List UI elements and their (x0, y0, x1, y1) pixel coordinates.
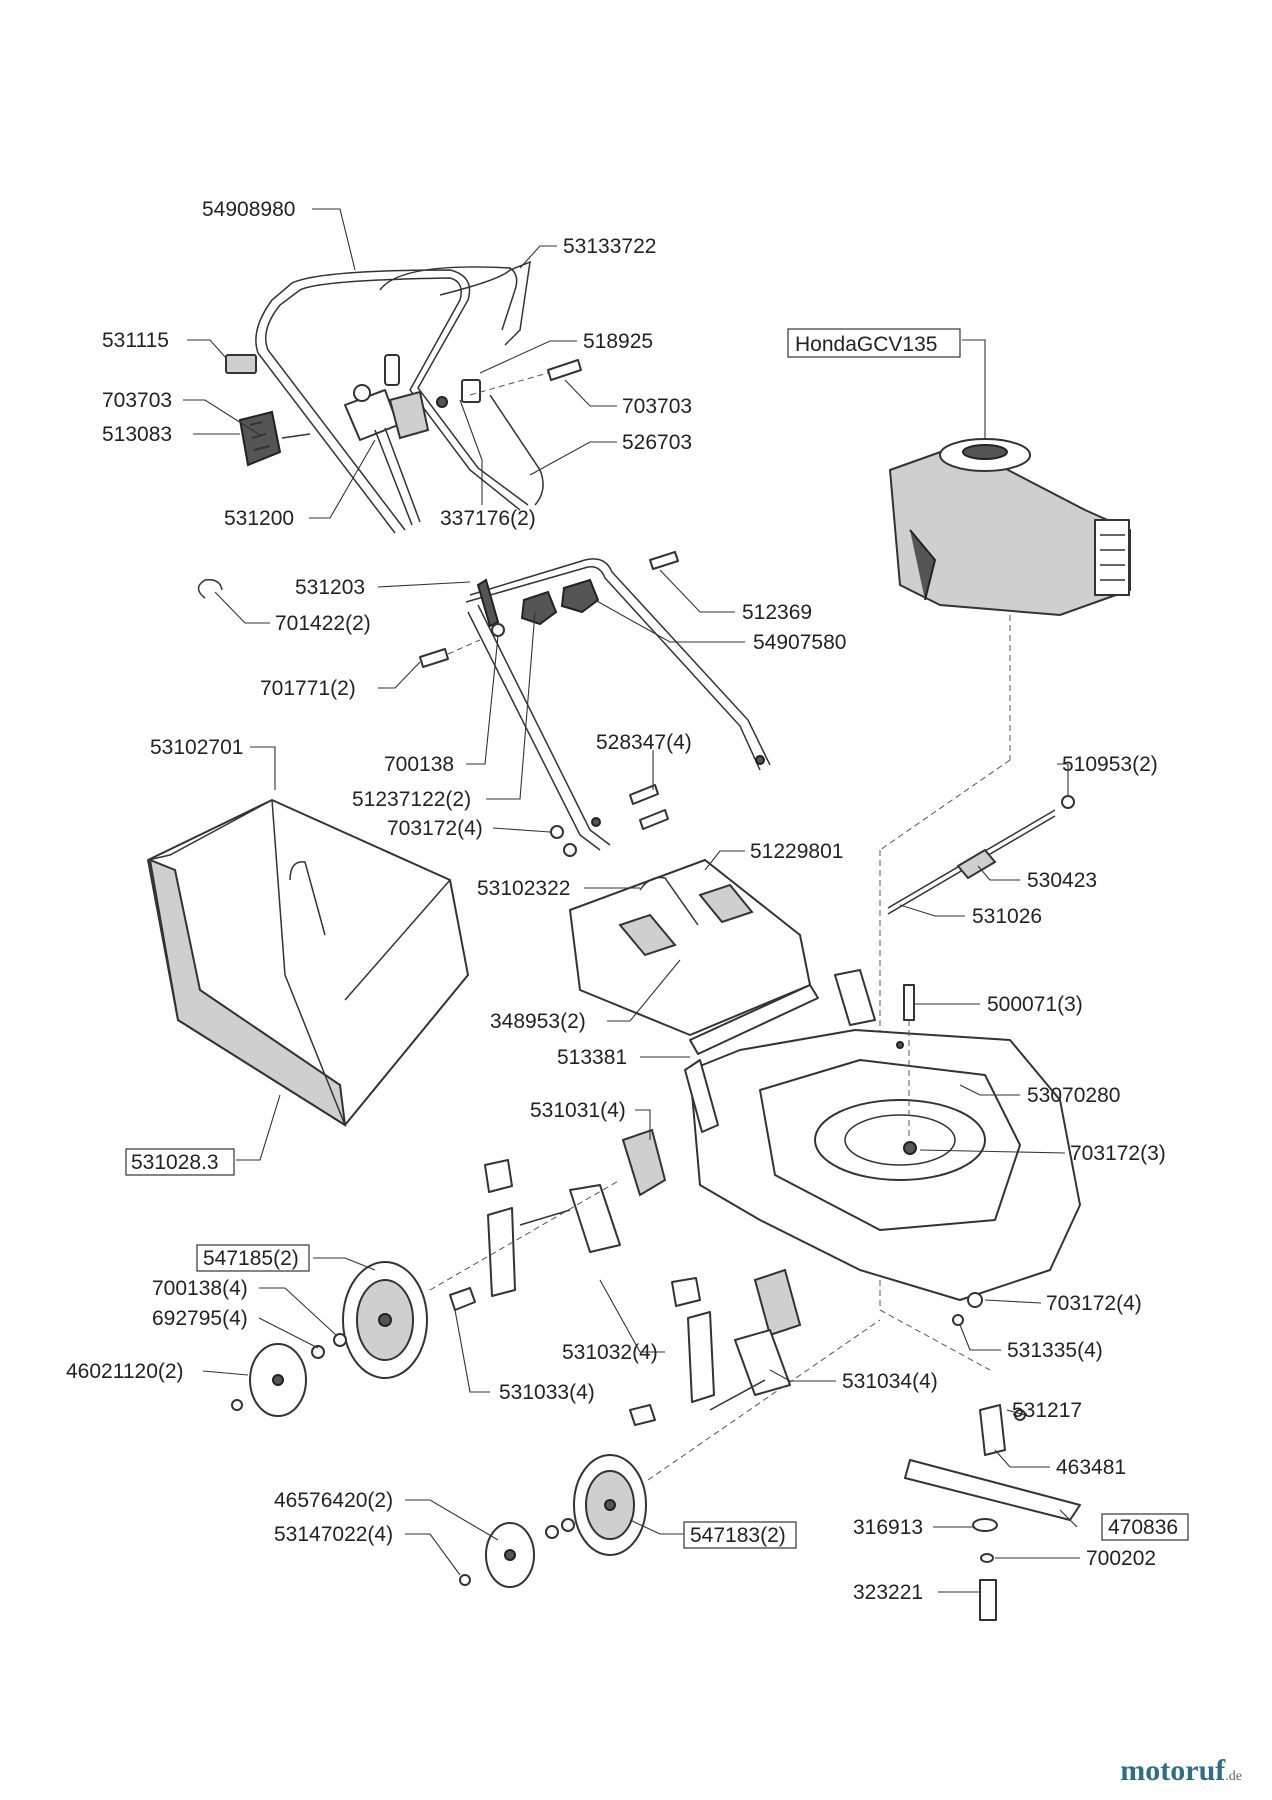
part-label: 53102701 (150, 736, 243, 759)
part-label: 531115 (102, 329, 169, 352)
part-label: 703703 (622, 395, 692, 418)
grass-bag (147, 799, 469, 1127)
part-label: 703172(3) (1070, 1142, 1166, 1165)
part-label-box (196, 1244, 310, 1272)
part-label: 700138(4) (152, 1277, 248, 1300)
part-label: 692795(4) (152, 1307, 248, 1330)
part-label: 531026 (972, 905, 1042, 928)
part-label: 531034(4) (842, 1370, 938, 1393)
bolt-528347-b (639, 809, 669, 830)
switch-assembly (344, 384, 448, 526)
part-label: 530423 (1027, 869, 1097, 892)
part-label: 46576420(2) (274, 1489, 393, 1512)
part-label: 531031(4) (530, 1099, 626, 1122)
part-label: 53102322 (477, 877, 570, 900)
washer-510953 (1061, 795, 1075, 809)
part-label: 531033(4) (499, 1381, 595, 1404)
part-label: 316913 (853, 1516, 923, 1539)
part-label-box (787, 328, 961, 358)
cable-box (238, 410, 311, 467)
part-label: 53147022(4) (274, 1523, 393, 1546)
engine (888, 438, 1131, 617)
part-label: HondaGCV135 (795, 333, 937, 356)
part-label: 53133722 (563, 235, 656, 258)
part-label: 528347(4) (596, 731, 692, 754)
part-label: 53070280 (1027, 1084, 1120, 1107)
part-label: 700202 (1086, 1547, 1156, 1570)
front-wheel (459, 1454, 647, 1588)
nut-703172-a (550, 825, 564, 839)
label-tag (225, 354, 257, 374)
part-label-box (1101, 1513, 1189, 1541)
control-cable (489, 394, 544, 506)
rear-wheel (231, 1261, 428, 1417)
blade-assembly (904, 1404, 1081, 1621)
part-label: 54908980 (202, 198, 295, 221)
part-label: 323221 (853, 1581, 923, 1604)
bracket-513381 (689, 984, 819, 1055)
cable-lever (439, 260, 531, 346)
part-label: 703172(4) (1046, 1292, 1142, 1315)
part-label: 526703 (622, 431, 692, 454)
part-label: 531203 (295, 576, 365, 599)
retaining-pin (476, 578, 500, 628)
part-label: 703703 (102, 389, 172, 412)
part-label: 547185(2) (203, 1247, 299, 1270)
bolt-500071 (903, 984, 915, 1021)
part-label: 510953(2) (1062, 753, 1158, 776)
height-adjuster-left (449, 1128, 667, 1311)
part-label: 54907580 (753, 631, 846, 654)
part-label: 700138 (384, 753, 454, 776)
part-label: 463481 (1056, 1456, 1126, 1479)
parts-artwork (147, 260, 1131, 1621)
height-adjuster-right (629, 1268, 983, 1426)
part-label: 547183(2) (690, 1524, 786, 1547)
knob-512369-a (520, 590, 558, 626)
part-labels: 54908980 53133722 531115 518925 703703 7… (66, 198, 1189, 1604)
part-label: 470836 (1108, 1516, 1178, 1539)
watermark-tld: .de (1225, 1769, 1242, 1784)
knob-512369-b (560, 578, 600, 614)
part-label: 51237122(2) (352, 788, 471, 811)
part-label: 531335(4) (1007, 1339, 1103, 1362)
part-label: 46021120(2) (66, 1360, 184, 1383)
part-label: 518925 (583, 330, 653, 353)
part-label: 51229801 (750, 840, 843, 863)
part-label: 512369 (742, 601, 812, 624)
bolt-528347-a (629, 784, 659, 805)
part-label: 531028.3 (131, 1151, 219, 1174)
mower-deck (684, 969, 1081, 1301)
watermark-logo: motoruf.de (1120, 1754, 1242, 1788)
part-label: 513381 (557, 1046, 627, 1069)
part-label-box (683, 1521, 797, 1549)
rod-clip (384, 354, 481, 403)
clip-701422 (197, 578, 223, 599)
part-label: 531217 (1012, 1399, 1082, 1422)
top-bolt (649, 551, 679, 570)
part-label: 701422(2) (275, 612, 371, 635)
lower-handle (465, 558, 771, 851)
bolt-703703 (547, 359, 582, 381)
part-label: 531200 (224, 507, 294, 530)
part-label: 348953(2) (490, 1010, 586, 1033)
part-label: 531032(4) (562, 1341, 658, 1364)
part-label: 701771(2) (260, 677, 356, 700)
spring-530423 (956, 848, 997, 880)
leader-lines (183, 208, 1080, 1593)
rear-flap (569, 859, 811, 1036)
part-label: 500071(3) (987, 993, 1083, 1016)
part-label-box (125, 1148, 235, 1176)
part-label: 337176(2) (440, 507, 536, 530)
part-label: 703172(4) (387, 817, 483, 840)
washer-700138 (491, 623, 505, 637)
part-label: 513083 (102, 423, 172, 446)
nut-703172-b (563, 843, 577, 857)
bolt-701771 (419, 648, 449, 668)
watermark-brand: motoruf (1120, 1754, 1226, 1787)
